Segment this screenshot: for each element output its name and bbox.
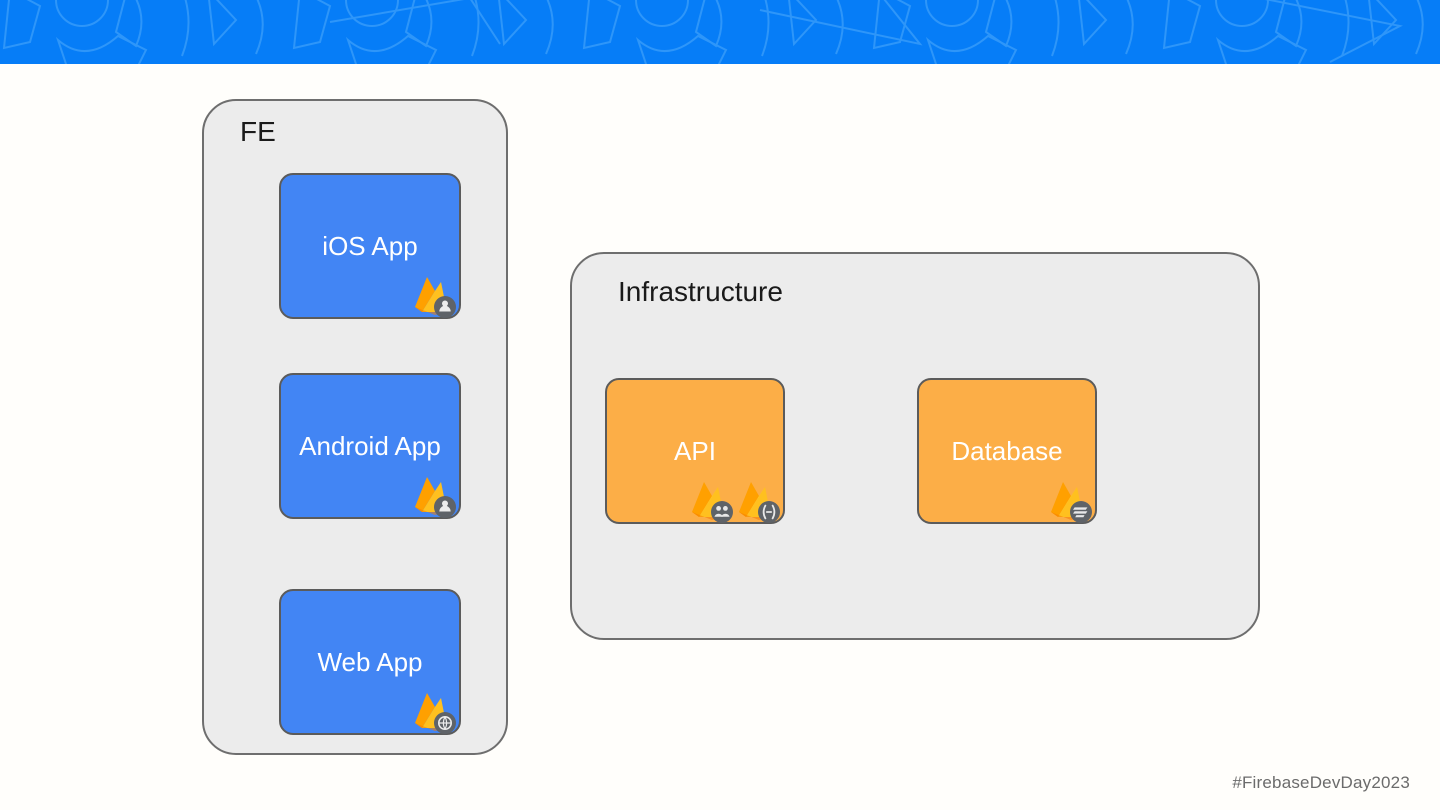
- node-ios-app-badges: [411, 271, 457, 319]
- firebase-hosting-icon: [411, 687, 457, 735]
- group-infrastructure[interactable]: Infrastructure API: [570, 252, 1260, 640]
- node-ios-app-label: iOS App: [322, 230, 418, 261]
- node-api[interactable]: API: [605, 378, 785, 524]
- node-android-app-badges: [411, 471, 457, 519]
- footer-hashtag: #FirebaseDevDay2023: [1232, 773, 1410, 792]
- node-database[interactable]: Database: [917, 378, 1097, 524]
- node-android-app[interactable]: Android App: [279, 373, 461, 519]
- node-web-app[interactable]: Web App: [279, 589, 461, 735]
- group-fe[interactable]: FE iOS App Andro: [202, 99, 508, 755]
- banner-pattern-icon: [2, 0, 1424, 64]
- firebase-authentication-icon: [411, 271, 457, 319]
- node-database-badges: [1047, 476, 1093, 524]
- group-fe-label: FE: [240, 116, 276, 147]
- firebase-cloud-functions-icon: [735, 476, 781, 524]
- node-ios-app[interactable]: iOS App: [279, 173, 461, 319]
- node-web-app-label: Web App: [317, 646, 423, 677]
- group-infrastructure-label: Infrastructure: [618, 276, 783, 307]
- firebase-authentication-icon: [411, 471, 457, 519]
- firebase-firestore-icon: [1047, 476, 1093, 524]
- node-android-app-label: Android App: [299, 430, 441, 461]
- node-api-badges: [688, 476, 781, 524]
- firebase-authentication-icon: [688, 476, 734, 524]
- node-web-app-badges: [411, 687, 457, 735]
- node-database-label: Database: [951, 435, 1063, 466]
- firebase-banner: [0, 0, 1440, 64]
- node-api-label: API: [674, 435, 716, 466]
